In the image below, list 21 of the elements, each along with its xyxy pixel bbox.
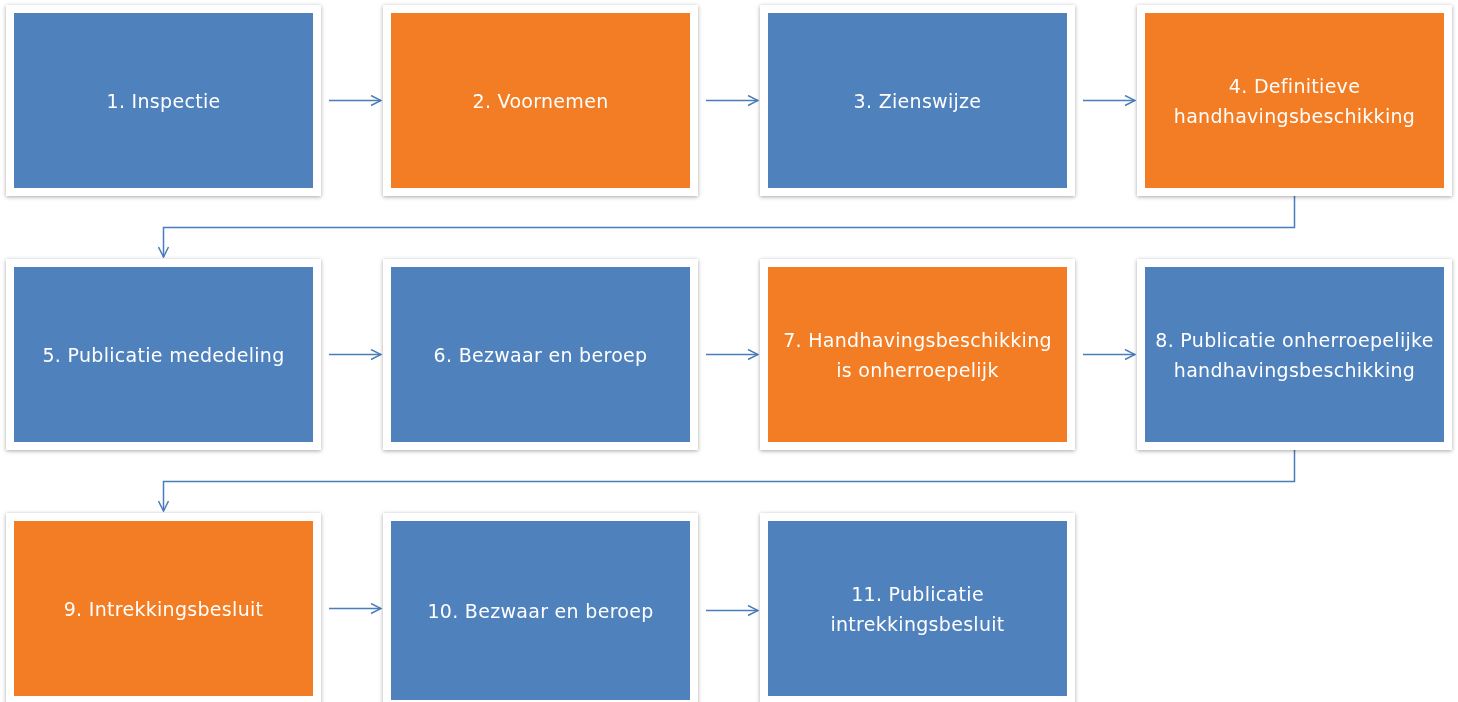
box-label: 8. Publicatie onherroepelijke handhavingsbeschikking bbox=[1154, 327, 1435, 383]
arrow bbox=[705, 94, 759, 107]
box-label: 7. Handhavingsbeschikking is onherroepelijk bbox=[782, 327, 1053, 383]
box-label: 3. Zienswijze bbox=[852, 88, 983, 114]
box-label: 1. Inspectie bbox=[105, 88, 222, 114]
arrow bbox=[705, 604, 759, 617]
box-label: 2. Voornemen bbox=[471, 88, 610, 114]
box-label: 6. Bezwaar en beroep bbox=[432, 342, 649, 368]
arrow bbox=[328, 94, 382, 107]
arrow bbox=[1082, 348, 1136, 361]
arrow bbox=[1082, 94, 1136, 107]
arrow bbox=[157, 449, 1296, 512]
box-label: 9. Intrekkingsbesluit bbox=[62, 596, 265, 622]
arrow bbox=[157, 195, 1296, 258]
arrow bbox=[705, 348, 759, 361]
arrow bbox=[328, 602, 382, 615]
box-label: 11. Publicatie intrekkingsbesluit bbox=[829, 581, 1006, 637]
arrow bbox=[328, 348, 382, 361]
box-label: 4. Definitieve handhavingsbeschikking bbox=[1172, 73, 1417, 129]
box-label: 10. Bezwaar en beroep bbox=[426, 598, 655, 624]
box-label: 5. Publicatie mededeling bbox=[41, 342, 286, 368]
